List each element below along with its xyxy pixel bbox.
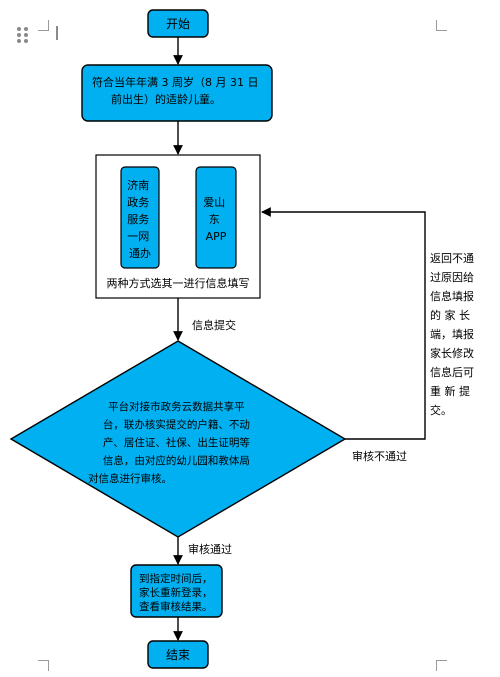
result-line: 查看审核结果。 xyxy=(139,600,213,613)
crop-mark-top-right xyxy=(436,20,447,31)
eligibility-text: 符合当年年满 3 周岁（8 月 31 日 前出生）的适龄儿童。 xyxy=(92,75,262,106)
review-line: 产、居住证、社保、出生证明等 xyxy=(103,436,250,449)
eligibility-box xyxy=(81,64,273,122)
fail-label: 审核不通过 xyxy=(352,449,407,463)
return-note: 返回不通 过原因给 信息填报 的 家 长 端，填报 家长修改 信息后可 重 新 … xyxy=(430,252,478,417)
return-note-line: 家长修改 xyxy=(430,346,474,360)
result-box xyxy=(130,564,223,618)
crop-mark-top-left xyxy=(38,20,49,31)
return-note-line: 交。 xyxy=(430,403,452,417)
channel-jinan-line: 一网 xyxy=(127,230,149,243)
review-diamond xyxy=(9,340,347,538)
crop-mark-bottom-left xyxy=(38,660,49,671)
start-box xyxy=(147,9,209,38)
start-label: 开始 xyxy=(166,17,190,31)
return-note-line: 的 家 长 xyxy=(430,308,470,322)
channel-aishandong-label: 爱山 东 APP xyxy=(203,196,229,243)
crop-mark-bottom-right xyxy=(436,660,447,671)
channel-jinan-label: 济南 政务 服务 一网 通办 xyxy=(127,178,153,260)
channel-jinan-line: 服务 xyxy=(127,213,149,226)
channel-aishandong-line: 爱山 xyxy=(203,196,225,209)
review-text: 平台对接市政务云数据共享平 台，联办核实提交的户籍、不动 产、居住证、社保、出生… xyxy=(88,400,253,485)
result-text: 到指定时间后， 家长重新登录， 查看审核结果。 xyxy=(139,572,216,613)
eligibility-line: 符合当年年满 3 周岁（8 月 31 日 xyxy=(92,75,258,89)
eligibility-line: 前出生）的适龄儿童。 xyxy=(111,92,221,106)
review-line: 信息，由对应的幼儿园和教体局 xyxy=(103,454,250,467)
channel-aishandong-line: APP xyxy=(206,230,227,243)
result-line: 家长重新登录， xyxy=(139,586,213,599)
review-line: 台，联办核实提交的户籍、不动 xyxy=(103,418,250,431)
return-note-line: 端，填报 xyxy=(430,327,474,341)
review-line: 平台对接市政务云数据共享平 xyxy=(108,400,245,413)
end-label: 结束 xyxy=(166,648,190,662)
channel-jinan-line: 济南 xyxy=(127,178,149,192)
return-note-line: 返回不通 xyxy=(430,252,474,265)
channel-jinan-box[interactable] xyxy=(120,166,160,269)
end-box xyxy=(147,640,209,669)
submit-label: 信息提交 xyxy=(192,318,236,332)
channel-aishandong-line: 东 xyxy=(209,213,220,226)
return-note-line: 信息后可 xyxy=(430,365,474,379)
margin-tick xyxy=(56,26,58,40)
return-note-line: 过原因给 xyxy=(430,271,474,284)
channel-caption: 两种方式选其一进行信息填写 xyxy=(107,276,250,290)
arrow-fail-return xyxy=(261,207,426,440)
review-line: 对信息进行审核。 xyxy=(88,472,172,485)
drag-handle-icon[interactable] xyxy=(16,26,30,44)
channel-aishandong-box[interactable] xyxy=(195,166,237,269)
return-note-line: 重 新 提 xyxy=(430,384,470,398)
result-line: 到指定时间后， xyxy=(139,572,213,585)
channel-jinan-line: 政务 xyxy=(127,195,149,209)
channel-jinan-line: 通办 xyxy=(129,247,151,260)
pass-label: 审核通过 xyxy=(188,542,232,556)
return-note-line: 信息填报 xyxy=(430,289,474,303)
